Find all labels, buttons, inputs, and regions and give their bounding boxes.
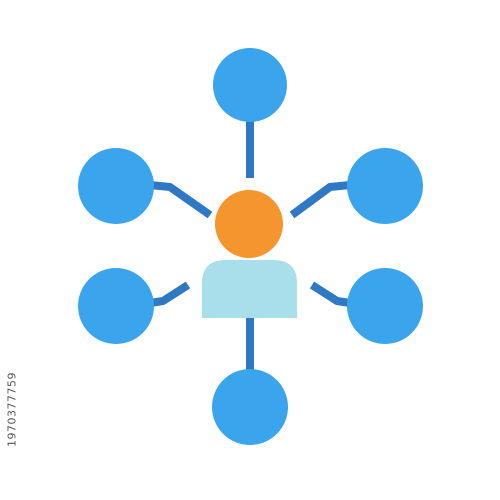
stock-id-label: 1970377759: [5, 372, 19, 448]
user-icon: [202, 190, 297, 318]
upper-right-node: [347, 148, 423, 224]
bottom-node: [212, 369, 288, 445]
lower-left-node: [78, 268, 154, 344]
upper-left-node: [78, 148, 154, 224]
nodes: [78, 48, 423, 445]
connector-upper-left: [149, 181, 213, 219]
lower-right-node: [347, 268, 423, 344]
connectors: [149, 120, 351, 372]
top-node: [213, 48, 287, 122]
connector-lower-left: [149, 281, 191, 307]
connector-lower-right: [309, 281, 351, 307]
connector-upper-right: [289, 181, 351, 219]
user-head: [215, 190, 283, 258]
user-body: [202, 260, 297, 318]
